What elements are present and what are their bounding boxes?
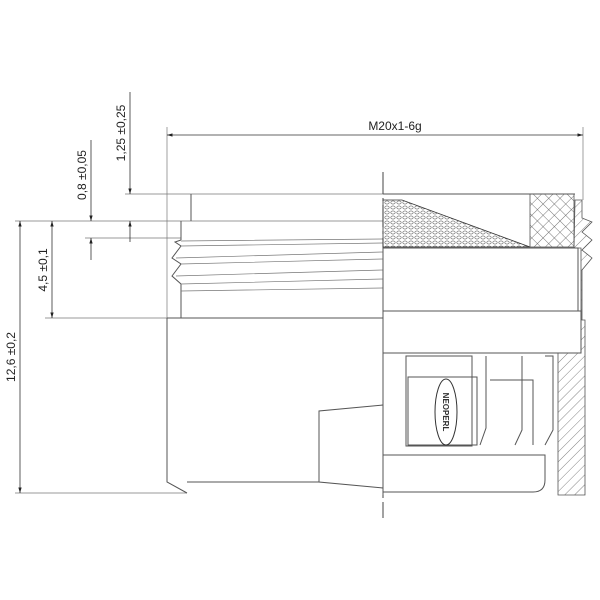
total-height-label: 12,6 ±0,2: [4, 332, 18, 382]
exterior-view: [166, 194, 384, 494]
dimension-step-b: 1,25 ±0,25: [114, 92, 132, 242]
housing-wall: [557, 199, 593, 496]
dimension-total-height: 12,6 ±0,2: [4, 221, 22, 493]
thread-length-label: 4,5 ±0,1: [36, 248, 50, 292]
step-b-label: 1,25 ±0,25: [114, 104, 128, 161]
dimension-step-a: 0,8 ±0,05: [75, 140, 93, 260]
dimension-thread-length: 4,5 ±0,1: [36, 221, 54, 318]
thread-label: M20x1-6g: [368, 119, 421, 133]
neoperl-logo: NEOPERL: [434, 378, 458, 446]
dimension-thread: M20x1-6g: [167, 119, 583, 137]
section-view: NEOPERL: [382, 193, 593, 496]
step-a-label: 0,8 ±0,05: [75, 150, 89, 200]
logo-text: NEOPERL: [441, 393, 450, 432]
extension-lines: [15, 127, 584, 494]
mesh-insert: [529, 193, 575, 248]
perforated-screen: [382, 199, 531, 248]
